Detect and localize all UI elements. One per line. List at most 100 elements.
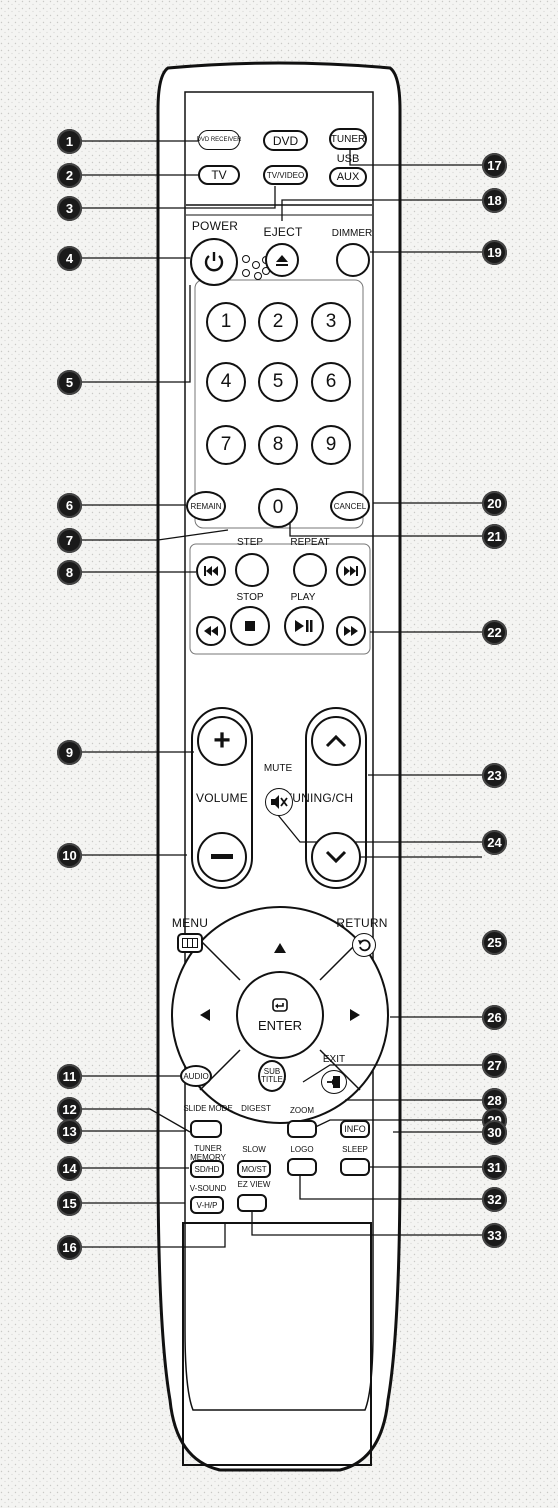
tv-video-button[interactable]: TV/VIDEO xyxy=(263,165,308,185)
zoom-button[interactable] xyxy=(287,1120,317,1138)
mute-label: MUTE xyxy=(263,763,293,774)
callout-1: 1 xyxy=(57,129,82,154)
fast-forward-button[interactable] xyxy=(336,616,366,646)
chevron-down-icon xyxy=(325,850,347,864)
callout-10: 10 xyxy=(57,843,82,868)
step-label: STEP xyxy=(236,537,264,548)
usb-label: USB xyxy=(336,153,360,165)
dvd-button[interactable]: DVD xyxy=(263,130,308,151)
subtitle-label-sub: SUB xyxy=(263,1067,281,1076)
volume-label: VOLUME xyxy=(196,791,248,805)
tuning-up-button[interactable] xyxy=(311,716,361,766)
skip-back-button[interactable] xyxy=(196,556,226,586)
stop-button[interactable] xyxy=(230,606,270,646)
number-pad-frame xyxy=(194,279,364,529)
callout-14: 14 xyxy=(57,1156,82,1181)
menu-label: MENU xyxy=(171,916,209,930)
number-3-button[interactable]: 3 xyxy=(311,302,351,342)
subtitle-label-title: TITLE xyxy=(261,1075,283,1084)
repeat-label: REPEAT xyxy=(290,537,330,548)
callout-33: 33 xyxy=(482,1223,507,1248)
rewind-button[interactable] xyxy=(196,616,226,646)
tv-button[interactable]: TV xyxy=(198,165,240,185)
info-button[interactable]: INFO xyxy=(340,1120,370,1138)
play-label: PLAY xyxy=(290,592,316,603)
number-4-button[interactable]: 4 xyxy=(206,362,246,402)
remain-button[interactable]: REMAIN xyxy=(186,491,226,521)
return-icon xyxy=(358,939,371,952)
sleep-label: SLEEP xyxy=(342,1145,368,1154)
power-button[interactable] xyxy=(190,238,238,286)
eject-icon xyxy=(276,255,288,266)
callout-8: 8 xyxy=(57,560,82,585)
sd-hd-button[interactable]: SD/HD xyxy=(190,1160,224,1178)
play-pause-button[interactable] xyxy=(284,606,324,646)
callout-7: 7 xyxy=(57,528,82,553)
logo-label: LOGO xyxy=(290,1145,314,1154)
audio-button[interactable]: AUDIO xyxy=(180,1065,212,1087)
chevron-up-icon xyxy=(325,734,347,748)
subtitle-button[interactable]: SUB TITLE xyxy=(258,1060,286,1092)
dvd-receiver-button[interactable]: DVD RECEIVER xyxy=(197,130,242,150)
enter-ring xyxy=(236,971,324,1059)
dpad-left-button[interactable] xyxy=(187,997,223,1033)
rewind-icon xyxy=(204,626,218,636)
dimmer-label: DIMMER xyxy=(331,228,373,239)
callout-22: 22 xyxy=(482,620,507,645)
stop-label: STOP xyxy=(236,592,264,603)
skip-forward-icon xyxy=(344,566,358,576)
tuning-ch-label: TUNING/CH xyxy=(284,791,354,805)
aux-button[interactable]: AUX xyxy=(329,167,367,187)
callout-19: 19 xyxy=(482,240,507,265)
ez-view-button[interactable] xyxy=(237,1194,267,1212)
cancel-button[interactable]: CANCEL xyxy=(330,491,370,521)
bottom-button-panel xyxy=(182,1222,372,1466)
tuner-button[interactable]: TUNER xyxy=(329,128,367,150)
repeat-button[interactable] xyxy=(293,553,327,587)
callout-11: 11 xyxy=(57,1064,82,1089)
fast-forward-icon xyxy=(344,626,358,636)
eject-button[interactable] xyxy=(265,243,299,277)
tuning-down-button[interactable] xyxy=(311,832,361,882)
number-2-button[interactable]: 2 xyxy=(258,302,298,342)
power-label: POWER xyxy=(191,219,239,233)
number-9-button[interactable]: 9 xyxy=(311,425,351,465)
dpad-up-button[interactable] xyxy=(262,930,298,966)
sleep-button[interactable] xyxy=(340,1158,370,1176)
callout-25: 25 xyxy=(482,930,507,955)
arrow-right-icon xyxy=(350,1009,360,1021)
number-5-button[interactable]: 5 xyxy=(258,362,298,402)
slide-mode-button[interactable] xyxy=(190,1120,222,1138)
callout-21: 21 xyxy=(482,524,507,549)
step-button[interactable] xyxy=(235,553,269,587)
callout-18: 18 xyxy=(482,188,507,213)
callout-24: 24 xyxy=(482,830,507,855)
enter-label: ENTER xyxy=(257,1017,303,1033)
callout-27: 27 xyxy=(482,1053,507,1078)
number-8-button[interactable]: 8 xyxy=(258,425,298,465)
digest-label: DIGEST xyxy=(241,1104,271,1113)
number-7-button[interactable]: 7 xyxy=(206,425,246,465)
zoom-label: ZOOM xyxy=(290,1106,314,1115)
v-hp-button[interactable]: V-H/P xyxy=(190,1196,224,1214)
volume-down-button[interactable] xyxy=(197,832,247,882)
menu-button[interactable] xyxy=(177,933,203,953)
number-0-button[interactable]: 0 xyxy=(258,488,298,528)
logo-button[interactable] xyxy=(287,1158,317,1176)
mute-button[interactable] xyxy=(265,788,293,816)
return-button[interactable] xyxy=(352,933,376,957)
exit-button[interactable] xyxy=(321,1070,347,1094)
mo-st-button[interactable]: MO/ST xyxy=(237,1160,271,1178)
callout-23: 23 xyxy=(482,763,507,788)
number-1-button[interactable]: 1 xyxy=(206,302,246,342)
skip-forward-button[interactable] xyxy=(336,556,366,586)
slow-label: SLOW xyxy=(242,1145,266,1154)
mute-icon xyxy=(271,795,288,809)
dimmer-button[interactable] xyxy=(336,243,370,277)
callout-5: 5 xyxy=(57,370,82,395)
dpad-right-button[interactable] xyxy=(337,997,373,1033)
volume-up-button[interactable]: + xyxy=(197,716,247,766)
callout-20: 20 xyxy=(482,491,507,516)
enter-button[interactable]: ENTER xyxy=(241,976,319,1054)
number-6-button[interactable]: 6 xyxy=(311,362,351,402)
